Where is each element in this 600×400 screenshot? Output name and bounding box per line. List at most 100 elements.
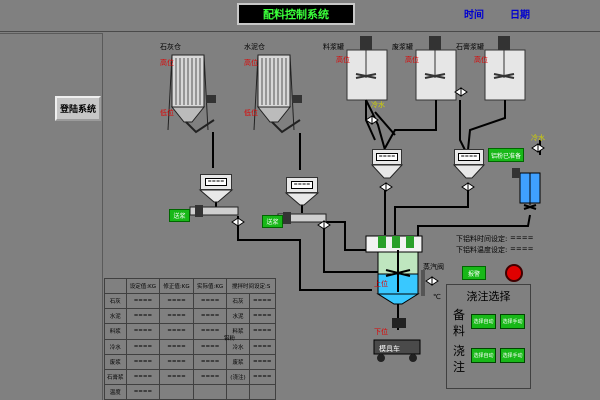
pour-manual-button[interactable]: 选择手动	[500, 348, 525, 363]
table-cell[interactable]: ====	[125, 338, 161, 355]
steam-valve-label: 蒸汽阀	[423, 263, 444, 271]
table-cell[interactable]: ====	[248, 338, 277, 355]
table-row: 温度====	[104, 383, 277, 400]
table-cell: ====	[192, 338, 228, 355]
recipe-table: 设定值:KG 修正值:KG 实际值:KG 搅拌时间设定:S 石灰========…	[104, 277, 277, 400]
aluminum-label: 铝粉	[224, 336, 236, 342]
table-header: 修正值:KG	[159, 277, 194, 295]
table-cell[interactable]: ====	[159, 308, 194, 325]
table-header: 搅拌时间设定:S	[226, 277, 276, 295]
table-row: 冷水============冷水====	[104, 338, 277, 355]
waste-slurry-tank-label: 废浆罐	[392, 43, 413, 51]
gypsum-scale-readout: ====	[457, 153, 481, 161]
mould-cart-label: 模具车	[379, 345, 400, 353]
table-header	[104, 277, 127, 295]
gypsum-tank	[484, 36, 526, 101]
prepare-manual-button[interactable]: 选择手动	[500, 314, 525, 329]
table-cell: 水泥	[226, 308, 250, 325]
table-cell: 石灰	[104, 293, 127, 310]
table-cell[interactable]: ====	[159, 323, 194, 340]
pour-label: 浇注	[453, 344, 466, 374]
time-label: 时间	[464, 10, 484, 21]
table-cell: (浇注)	[226, 368, 250, 385]
table-cell: ====	[192, 293, 228, 310]
table-cell[interactable]: ====	[248, 293, 277, 310]
pour-auto-button[interactable]: 选择自动	[471, 348, 496, 363]
table-header: 设定值:KG	[125, 277, 161, 295]
lime-silo-low: 低位	[160, 109, 174, 117]
table-cell: ====	[192, 308, 228, 325]
table-cell[interactable]: ====	[159, 338, 194, 355]
temperature-unit: ℃	[433, 293, 441, 301]
prepare-label: 备料	[453, 308, 466, 338]
table-cell: 温度	[104, 383, 127, 400]
slurry-tank	[346, 36, 388, 101]
lime-silo	[167, 54, 216, 134]
cement-silo-label: 水泥仓	[244, 43, 265, 51]
table-cell	[192, 383, 228, 400]
table-cell: 料浆	[104, 323, 127, 340]
waste-slurry-tank	[415, 36, 457, 101]
table-cell[interactable]: ====	[159, 368, 194, 385]
discharge-temp-label: 下铝料温度设定:	[456, 246, 508, 254]
discharge-time-value[interactable]: ====	[510, 234, 534, 242]
lime-silo-label: 石灰仓	[160, 43, 181, 51]
table-cell	[248, 383, 277, 400]
table-cell	[226, 383, 250, 400]
gypsum-scale: ====	[454, 149, 484, 165]
cement-silo	[253, 54, 302, 134]
table-row: 废浆============废浆====	[104, 353, 277, 370]
table-cell[interactable]: ====	[125, 353, 161, 370]
cement-silo-low: 低位	[244, 109, 258, 117]
lime-silo-high: 高位	[160, 59, 174, 67]
table-cell[interactable]: ====	[248, 323, 277, 340]
table-header-row: 设定值:KG 修正值:KG 实际值:KG 搅拌时间设定:S	[104, 277, 276, 295]
aluminum-ready-button[interactable]: 铝粉已准备	[488, 148, 524, 162]
cement-silo-high: 高位	[244, 59, 258, 67]
header-divider	[0, 31, 600, 32]
pipes	[212, 99, 541, 330]
feed-button-lime[interactable]: 送浆	[169, 209, 190, 222]
page-title: 配料控制系统	[237, 3, 355, 25]
lime-scale: ====	[200, 174, 232, 190]
feed-button-cement[interactable]: 送浆	[262, 215, 283, 228]
slurry-tank-label: 料浆罐	[323, 43, 344, 51]
table-cell[interactable]: ====	[248, 368, 277, 385]
cement-scale: ====	[286, 177, 318, 193]
mixer-lower-label: 下位	[374, 328, 388, 336]
table-cell: 冷水	[104, 338, 127, 355]
mixer-upper-label: 上位	[374, 280, 388, 288]
table-cell	[159, 383, 194, 400]
gypsum-tank-high: 高位	[474, 56, 488, 64]
discharge-temp-value[interactable]: ====	[510, 245, 534, 253]
cold-water-label: 冷水	[371, 101, 385, 109]
table-cell[interactable]: ====	[248, 308, 277, 325]
table-cell[interactable]: ====	[125, 383, 161, 400]
table-cell: 废浆	[104, 353, 127, 370]
login-button[interactable]: 登陆系统	[55, 96, 101, 121]
table-cell[interactable]: ====	[248, 353, 277, 370]
table-cell[interactable]: ====	[125, 293, 161, 310]
table-cell[interactable]: ====	[125, 308, 161, 325]
pour-selection-title: 浇注选择	[466, 290, 511, 303]
date-label: 日期	[510, 10, 530, 21]
alarm-button[interactable]: 报警	[462, 266, 486, 280]
table-cell[interactable]: ====	[159, 353, 194, 370]
waste-slurry-tank-high: 高位	[405, 56, 419, 64]
table-cell[interactable]: ====	[125, 368, 161, 385]
table-header: 实际值:KG	[192, 277, 228, 295]
table-cell[interactable]: ====	[159, 293, 194, 310]
table-cell[interactable]: ====	[125, 323, 161, 340]
slurry-tank-high: 高位	[336, 56, 350, 64]
slurry-scale-readout: ====	[375, 153, 399, 161]
prepare-auto-button[interactable]: 选择自动	[471, 314, 496, 329]
table-row: 石灰============石灰====	[104, 293, 277, 310]
gypsum-tank-label: 石膏浆罐	[456, 43, 484, 51]
table-cell: 石灰	[226, 293, 250, 310]
cold-water-label-2: 冷水	[531, 134, 545, 142]
table-cell: ====	[192, 323, 228, 340]
table-row: 石膏浆============(浇注)====	[104, 368, 277, 385]
pour-selection-panel: 浇注选择 备料 浇注 选择自动 选择手动 选择自动 选择手动	[446, 284, 531, 389]
